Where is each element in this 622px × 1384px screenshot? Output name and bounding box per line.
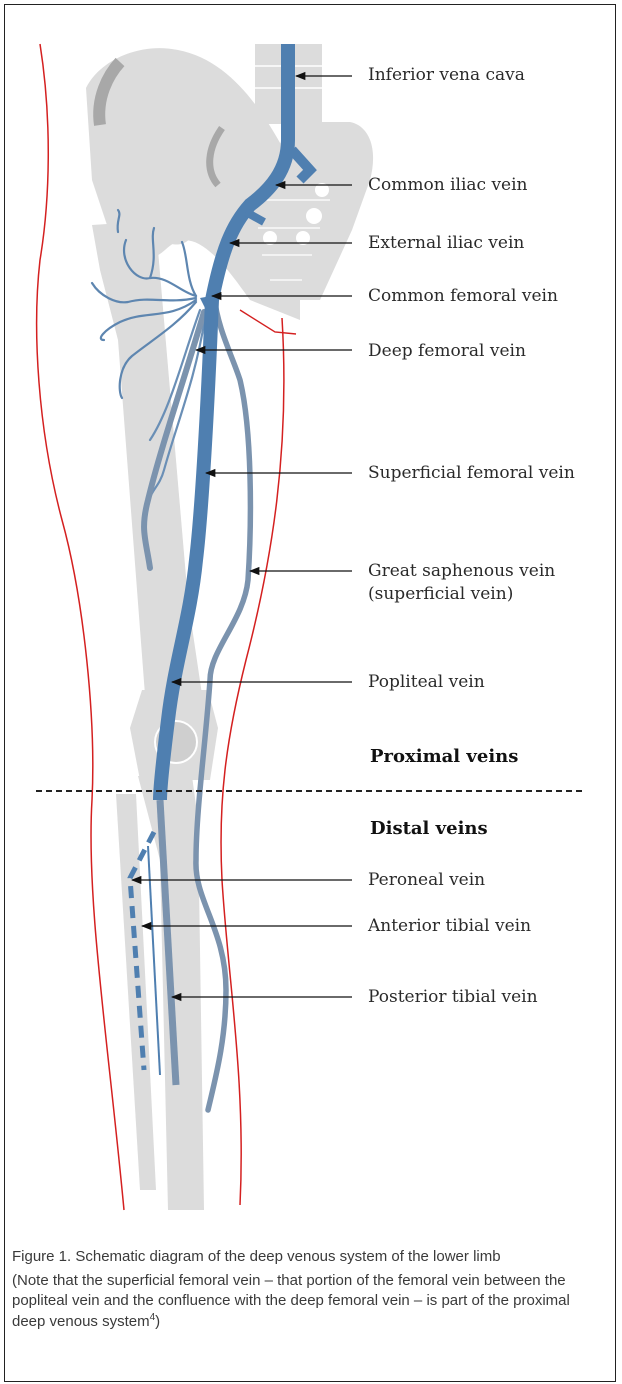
label-anterior-tibial-vein: Anterior tibial vein xyxy=(368,916,531,936)
caption-note-text: (Note that the superficial femoral vein … xyxy=(12,1272,570,1330)
label-common-femoral-vein: Common femoral vein xyxy=(368,286,558,306)
label-popliteal-vein: Popliteal vein xyxy=(368,672,485,692)
skin-outline-right xyxy=(221,318,284,1205)
label-external-iliac-vein: External iliac vein xyxy=(368,233,524,253)
caption-note-end: ) xyxy=(155,1313,160,1330)
label-great-saphenous-vein: Great saphenous vein xyxy=(368,561,555,581)
label-inferior-vena-cava: Inferior vena cava xyxy=(368,65,525,85)
label-common-iliac-vein: Common iliac vein xyxy=(368,175,528,195)
caption-note: (Note that the superficial femoral vein … xyxy=(12,1271,572,1332)
venous-system-diagram xyxy=(0,0,622,1240)
section-distal-veins: Distal veins xyxy=(370,818,488,839)
label-great-saphenous-vein-note: (superficial vein) xyxy=(368,584,513,604)
label-superficial-femoral-vein: Superficial femoral vein xyxy=(368,463,575,483)
label-posterior-tibial-vein: Posterior tibial vein xyxy=(368,987,538,1007)
label-peroneal-vein: Peroneal vein xyxy=(368,870,485,890)
label-deep-femoral-vein: Deep femoral vein xyxy=(368,341,526,361)
figure-caption: Figure 1. Schematic diagram of the deep … xyxy=(12,1247,572,1336)
section-proximal-veins: Proximal veins xyxy=(370,746,518,767)
caption-title: Figure 1. Schematic diagram of the deep … xyxy=(12,1247,572,1267)
